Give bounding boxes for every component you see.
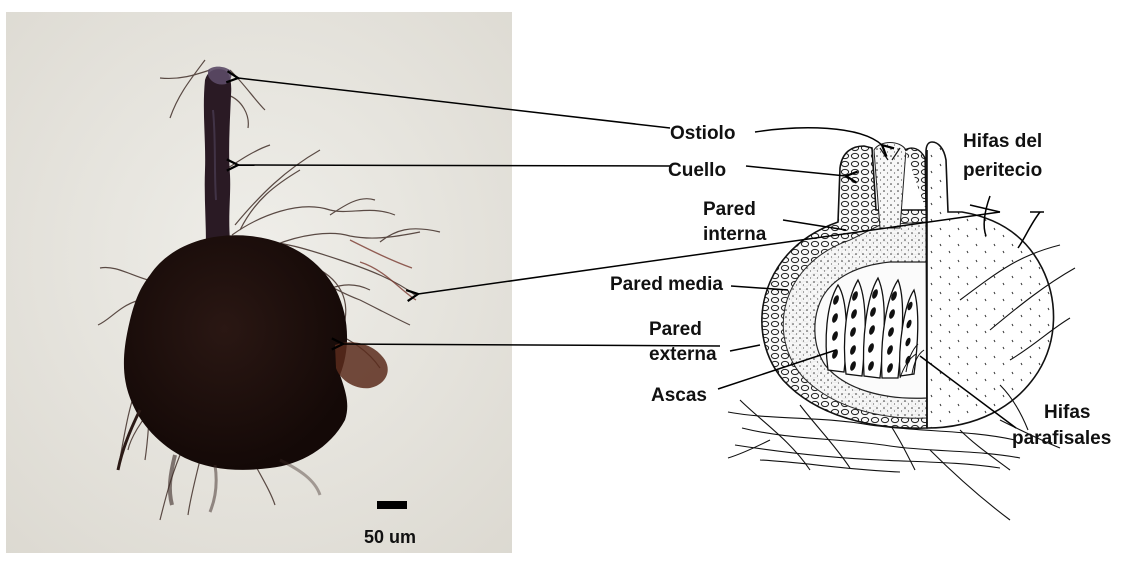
label-pared-media: Pared media (610, 274, 723, 295)
label-ascas: Ascas (651, 385, 707, 406)
scale-bar (377, 501, 407, 509)
label-pared-externa-2: externa (649, 344, 717, 365)
perithecium-diagram (728, 142, 1075, 520)
label-pared-interna-2: interna (703, 224, 767, 245)
label-hifas-parafisales-1: Hifas (1044, 402, 1090, 423)
scale-bar-label: 50 um (364, 527, 416, 547)
label-ostiolo: Ostiolo (670, 123, 735, 144)
label-hifas-peritecio-2: peritecio (963, 160, 1042, 181)
label-cuello: Cuello (668, 160, 726, 181)
label-hifas-parafisales-2: parafisales (1012, 428, 1111, 449)
label-hifas-peritecio-1: Hifas del (963, 131, 1042, 152)
exterior-surface (926, 142, 1054, 428)
micrograph-photo (6, 12, 512, 553)
label-pared-interna-1: Pared (703, 199, 756, 220)
perithecium-body (124, 235, 347, 470)
neck (204, 69, 231, 245)
label-pared-externa-1: Pared (649, 319, 702, 340)
